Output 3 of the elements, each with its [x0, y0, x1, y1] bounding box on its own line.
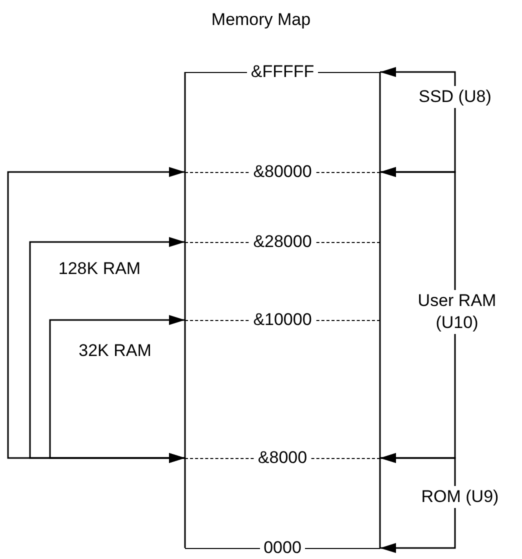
title: Memory Map — [210, 10, 312, 30]
bracket-arrow — [49, 315, 185, 463]
bracket-arrow — [380, 453, 456, 553]
